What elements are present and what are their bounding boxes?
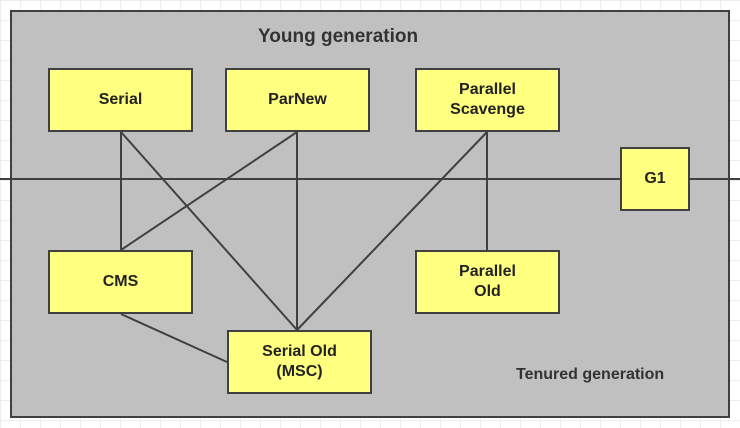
- serial-box: Serial: [48, 68, 193, 132]
- link-parallelscavenge-serialold: [296, 131, 488, 331]
- parallel-scavenge-box: Parallel Scavenge: [415, 68, 560, 132]
- serial-old-box: Serial Old (MSC): [227, 330, 372, 394]
- tenured-generation-label: Tenured generation: [516, 366, 665, 383]
- parallel-old-box: Parallel Old: [415, 250, 560, 314]
- cms-box: CMS: [48, 250, 193, 314]
- link-serial-serialold: [120, 131, 298, 331]
- g1-box: G1: [620, 147, 690, 211]
- link-parnew-cms: [120, 131, 298, 251]
- young-generation-label: Young generation: [258, 26, 419, 47]
- link-cms-serialold: [120, 313, 228, 363]
- parnew-box: ParNew: [225, 68, 370, 132]
- generation-divider: [0, 178, 740, 180]
